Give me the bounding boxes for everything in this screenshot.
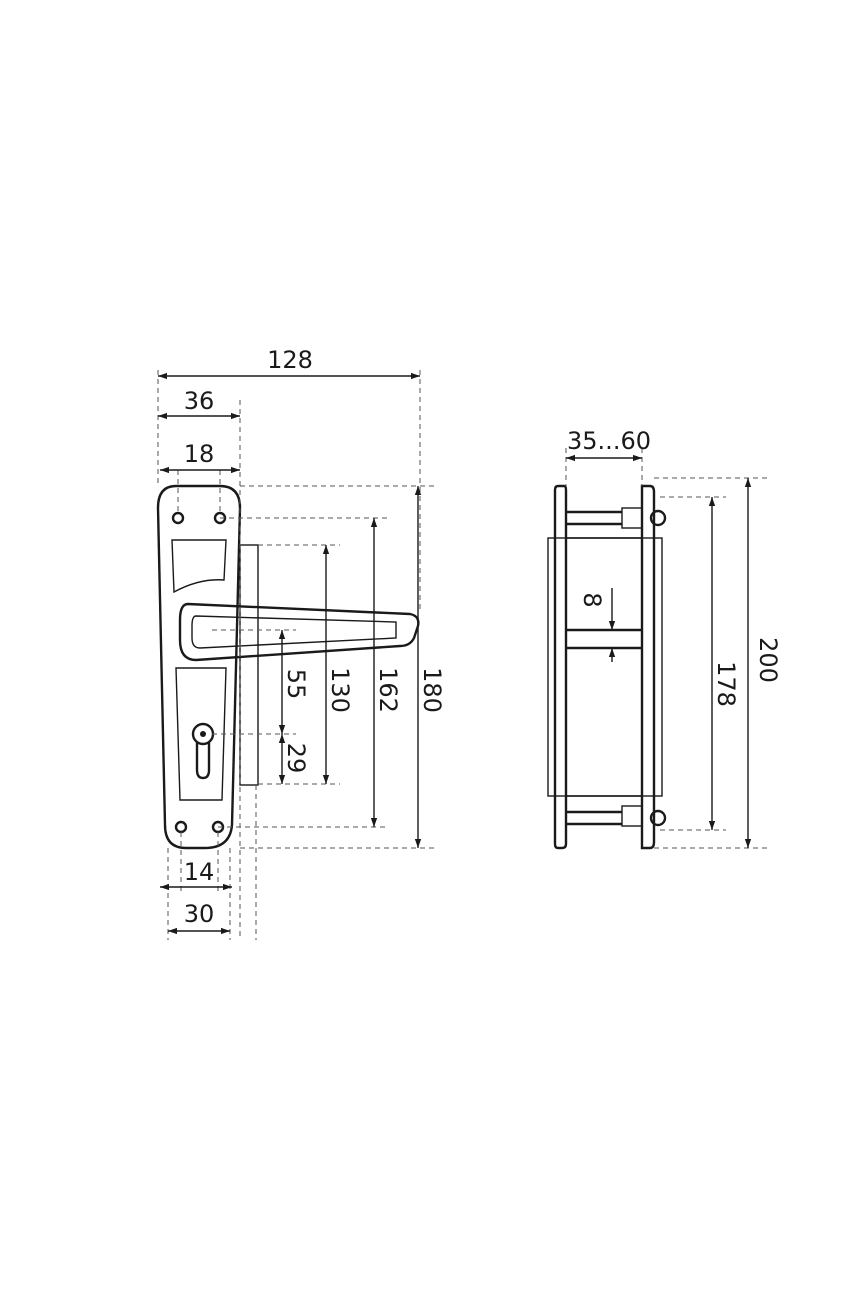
dim-overall-width: 128 <box>267 346 313 374</box>
right-plate <box>640 484 656 850</box>
dim-lever-to-cylinder: 55 <box>282 669 310 700</box>
left-plate <box>553 484 568 850</box>
front-view: 128 36 18 180 162 130 55 29 14 30 <box>156 346 446 940</box>
dim-cylinder-offset: 29 <box>282 743 310 774</box>
dim-hole-centers-130: 130 <box>326 667 354 713</box>
mounting-hole-top-left <box>171 511 185 525</box>
dim-overall-height: 200 <box>754 637 782 683</box>
spindle <box>566 628 642 650</box>
mounting-hole-bottom-left <box>174 820 188 834</box>
door-edge-block <box>239 544 259 786</box>
top-screw <box>566 507 667 529</box>
backplate-outline <box>156 484 242 850</box>
lever-inner-recess <box>191 615 397 649</box>
lever-handle <box>178 602 420 662</box>
dim-rose-width: 36 <box>184 387 215 415</box>
dim-hole-spacing-bottom: 14 <box>184 858 215 886</box>
dim-hole-spacing-top: 18 <box>184 440 215 468</box>
dim-plate-height: 180 <box>418 667 446 713</box>
dim-rose-width-bottom: 30 <box>184 900 215 928</box>
dim-door-thickness: 35...60 <box>567 427 651 455</box>
dim-hole-centers-side: 178 <box>712 661 740 707</box>
lower-recess <box>175 667 227 801</box>
cylinder-keyhole <box>191 722 215 780</box>
side-view: 35...60 8 178 200 <box>547 427 782 850</box>
dim-hole-centers-162: 162 <box>374 667 402 713</box>
bottom-screw <box>566 805 667 827</box>
plate-recess <box>171 539 227 594</box>
dim-spindle: 8 <box>578 592 606 607</box>
